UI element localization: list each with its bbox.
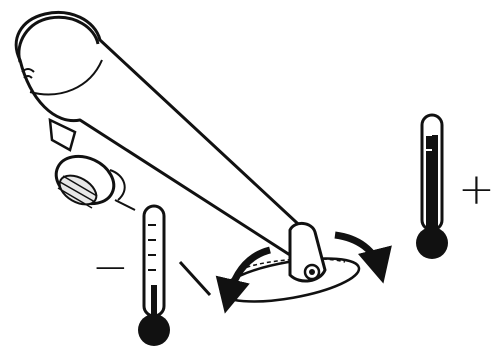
minus-sign: − [92, 242, 129, 293]
rotate-arrow-left-icon [215, 246, 271, 314]
cold-pointer-line [178, 260, 212, 297]
plus-sign: + [458, 164, 495, 215]
thermometer-high-icon [416, 113, 448, 259]
rotate-arrow-right-icon [334, 231, 392, 284]
faucet-icon [14, 11, 312, 257]
thermometer-low-icon [138, 204, 170, 346]
temperature-lever-icon [288, 222, 327, 283]
